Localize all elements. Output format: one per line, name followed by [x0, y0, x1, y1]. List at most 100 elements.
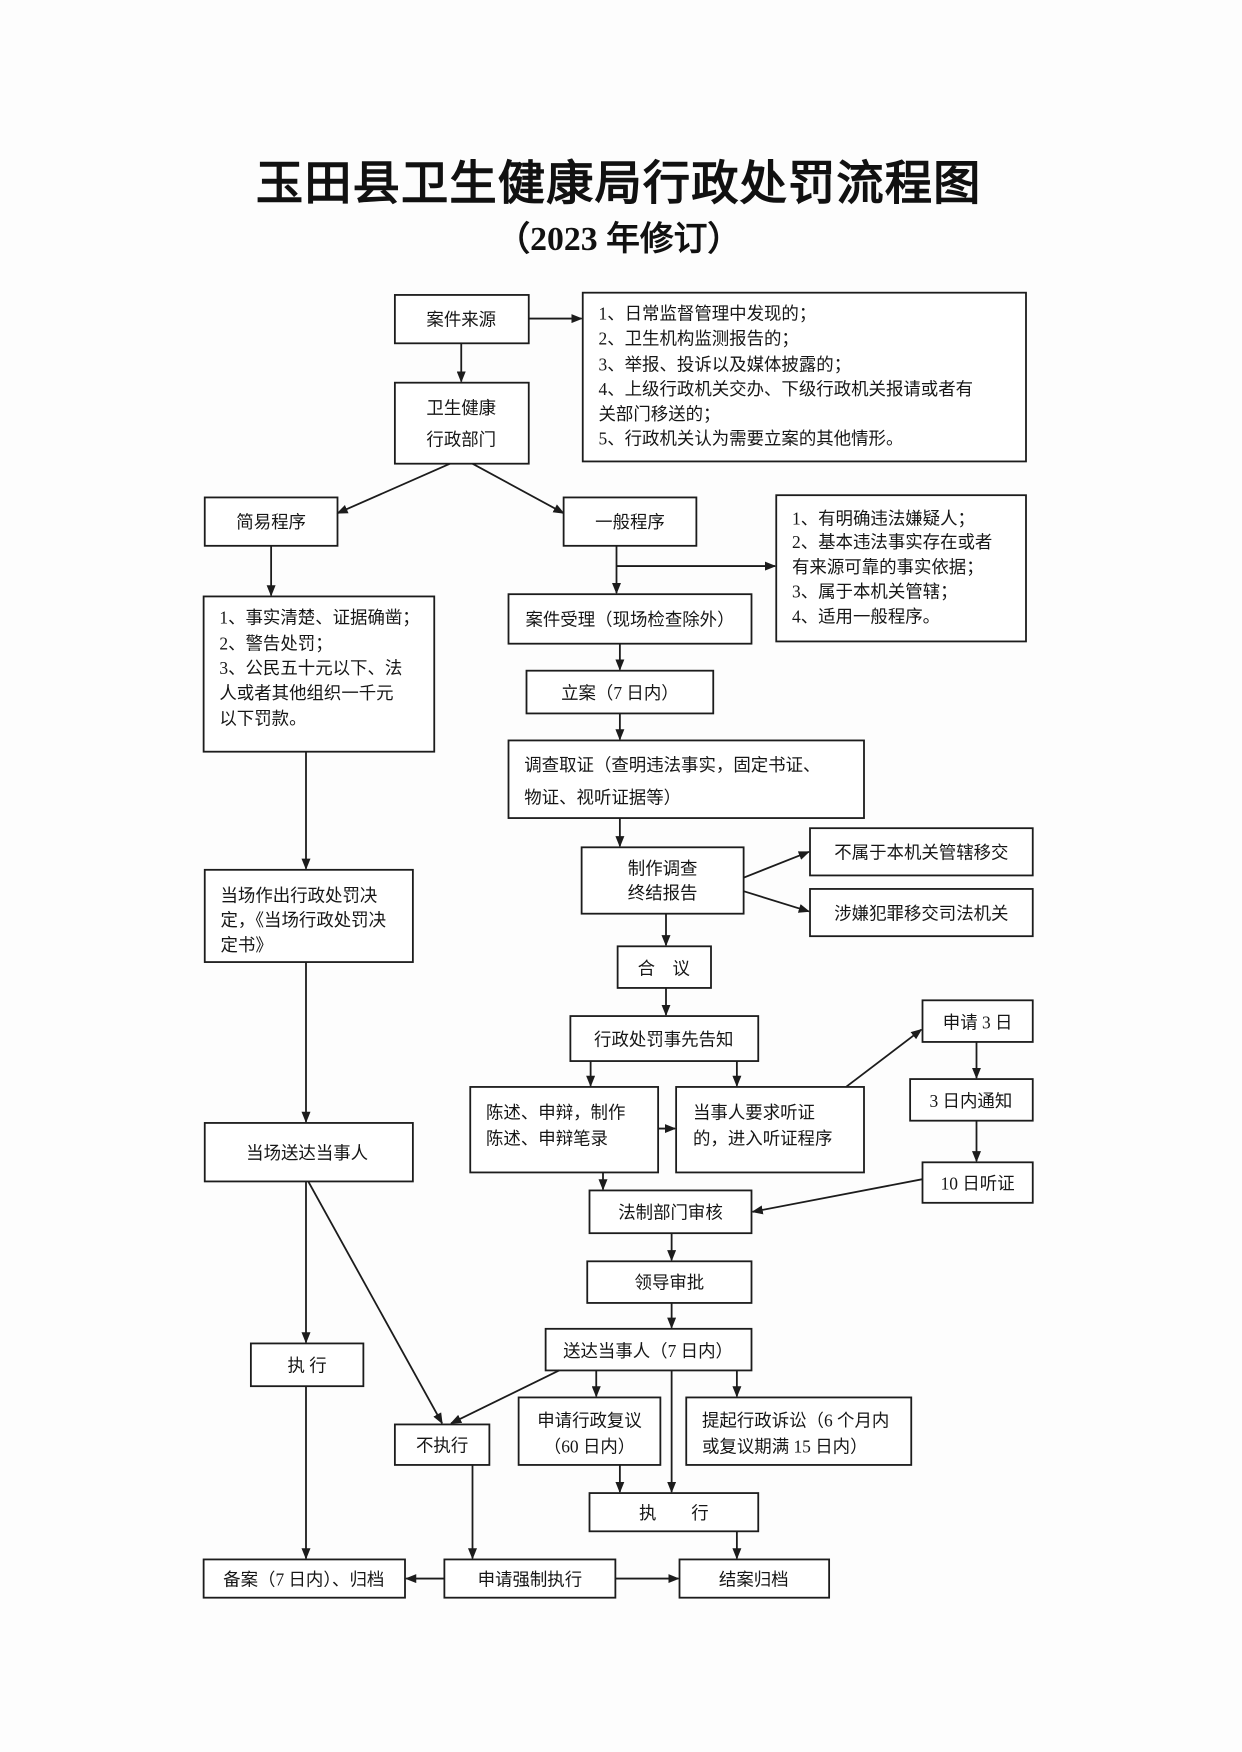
node-label: 结案归档 — [719, 1569, 789, 1589]
node-case-source: 案件来源 — [393, 294, 530, 345]
node-case-acceptance: 案件受理（现场检查除外） — [507, 593, 753, 645]
node-label: 3 日内通知 — [929, 1091, 1012, 1111]
node-label: 终结报告 — [628, 883, 698, 903]
list-item: 4、适用一般程序。 — [792, 606, 940, 626]
arrow-hearing10-to-review — [751, 1178, 923, 1215]
node-filing: 立案（7 日内） — [525, 669, 715, 715]
node-execute-left: 执 行 — [249, 1342, 365, 1388]
node-statement: 陈述、申辩，制作 陈述、申辩笔录 — [469, 1086, 660, 1174]
node-simple-procedure: 简易程序 — [203, 496, 339, 547]
node-final-report: 制作调查 终结报告 — [580, 846, 745, 915]
node-label: 涉嫌犯罪移交司法机关 — [834, 903, 1008, 923]
node-label: 申请强制执行 — [478, 1569, 583, 1589]
node-label: 调查取证（查明违法事实，固定书证、 — [524, 755, 820, 775]
arrow-on-site-delivery-to-not-execute — [307, 1181, 443, 1425]
list-item: 以下罚款。 — [219, 709, 306, 729]
node-investigation: 调查取证（查明违法事实，固定书证、 物证、视听证据等） — [507, 739, 865, 819]
node-deliberation: 合 议 — [616, 945, 712, 989]
node-general-conditions: 1、有明确违法嫌疑人； 2、基本违法事实存在或者 有来源可靠的事实依据； 3、属… — [775, 494, 1027, 643]
node-label: 合 议 — [638, 958, 690, 978]
node-label: 定书》 — [221, 935, 273, 955]
node-label: 卫生健康 — [426, 398, 496, 418]
node-execute-right: 执 行 — [588, 1492, 760, 1533]
page-title: 玉田县卫生健康局行政处罚流程图 — [256, 157, 982, 210]
node-hearing-request: 当事人要求听证 的，进入听证程序 — [675, 1086, 865, 1174]
node-label: 制作调查 — [628, 858, 698, 878]
list-item: 3、公民五十元以下、法 — [219, 658, 402, 678]
node-notice-3days: 3 日内通知 — [909, 1078, 1034, 1122]
list-item: 1、有明确违法嫌疑人； — [792, 508, 975, 528]
node-delivery: 送达当事人（7 日内） — [544, 1327, 753, 1372]
arrow-dept-to-general — [472, 462, 565, 514]
list-item: 有来源可靠的事实依据； — [792, 557, 984, 577]
node-label: 定，《当场行政处罚决 — [221, 910, 387, 930]
node-simple-conditions: 1、事实清楚、证据确凿； 2、警告处罚； 3、公民五十元以下、法 人或者其他组织… — [202, 595, 436, 753]
node-label: 10 日听证 — [941, 1173, 1015, 1193]
node-label: 一般程序 — [595, 512, 665, 532]
arrow-delivery-to-not-execute — [450, 1369, 560, 1425]
arrow-dept-to-simple — [336, 462, 451, 515]
list-item: 2、卫生机构监测报告的； — [599, 328, 799, 348]
node-transfer-judicial: 涉嫌犯罪移交司法机关 — [809, 888, 1034, 938]
node-label: 当场送达当事人 — [246, 1143, 368, 1163]
node-label: 当场作出行政处罚决 — [221, 885, 378, 905]
node-label: 法制部门审核 — [618, 1203, 723, 1223]
node-label: 不属于本机关管辖移交 — [834, 843, 1008, 863]
node-label: 行政处罚事先告知 — [594, 1029, 733, 1049]
node-prior-notice: 行政处罚事先告知 — [569, 1015, 760, 1062]
node-label: 备案（7 日内）、归档 — [223, 1569, 384, 1589]
node-label: 物证、视听证据等） — [524, 787, 681, 807]
node-label: 案件来源 — [426, 309, 496, 329]
node-case-source-list: 1、日常监督管理中发现的； 2、卫生机构监测报告的； 3、举报、投诉以及媒体披露… — [581, 291, 1027, 463]
node-litigation: 提起行政诉讼（6 个月内 或复议期满 15 日内） — [685, 1396, 913, 1466]
node-label: （60 日内） — [544, 1437, 635, 1457]
node-label: 行政部门 — [426, 430, 496, 450]
page-subtitle: （2023 年修订） — [496, 220, 741, 258]
node-transfer-jurisdiction: 不属于本机关管辖移交 — [809, 827, 1034, 877]
node-health-dept: 卫生健康 行政部门 — [393, 381, 530, 465]
list-item: 4、上级行政机关交办、下级行政机关报请或者有 — [599, 379, 974, 399]
node-label: 执 行 — [288, 1356, 327, 1376]
arrow-report-to-jurisdiction — [743, 850, 810, 879]
node-label: 提起行政诉讼（6 个月内 — [702, 1411, 889, 1431]
node-apply-3days: 申请 3 日 — [921, 999, 1034, 1043]
arrow-report-to-judicial — [743, 890, 810, 913]
node-label: 当事人要求听证 — [693, 1102, 815, 1122]
list-item: 人或者其他组织一千元 — [219, 683, 393, 703]
list-item: 3、属于本机关管辖； — [792, 582, 958, 602]
node-not-execute: 不执行 — [393, 1423, 491, 1466]
node-label: 申请 3 日 — [943, 1012, 1013, 1032]
list-item: 5、行政机关认为需要立案的其他情形。 — [599, 429, 904, 449]
node-label: 简易程序 — [236, 512, 306, 532]
node-label: 案件受理（现场检查除外） — [525, 610, 734, 630]
node-label: 或复议期满 15 日内） — [702, 1437, 868, 1457]
list-item: 1、事实清楚、证据确凿； — [219, 607, 419, 627]
list-item: 关部门移送的； — [599, 404, 721, 424]
node-legal-review: 法制部门审核 — [588, 1189, 753, 1235]
node-on-site-decision: 当场作出行政处罚决 定，《当场行政处罚决 定书》 — [203, 868, 414, 963]
node-leader-approval: 领导审批 — [586, 1260, 753, 1304]
list-item: 1、日常监督管理中发现的； — [599, 304, 817, 324]
node-label: 申请行政复议 — [537, 1411, 642, 1431]
node-label: 送达当事人（7 日内） — [563, 1341, 733, 1361]
node-label: 执 行 — [639, 1503, 709, 1523]
node-label: 陈述、申辩笔录 — [486, 1128, 608, 1148]
node-general-procedure: 一般程序 — [562, 496, 698, 547]
list-item: 2、警告处罚； — [219, 633, 332, 653]
node-hearing-10days: 10 日听证 — [921, 1161, 1034, 1204]
node-filing-archive: 备案（7 日内）、归档 — [202, 1558, 406, 1599]
node-reconsideration: 申请行政复议 （60 日内） — [517, 1396, 662, 1466]
arrow-hearing-to-apply — [845, 1028, 923, 1088]
node-label: 不执行 — [416, 1435, 468, 1455]
list-item: 3、举报、投诉以及媒体披露的； — [599, 354, 852, 374]
node-label: 立案（7 日内） — [561, 683, 679, 703]
node-on-site-delivery: 当场送达当事人 — [203, 1122, 414, 1183]
node-label: 领导审批 — [635, 1272, 705, 1292]
node-label: 陈述、申辩，制作 — [486, 1102, 625, 1122]
node-close-archive: 结案归档 — [678, 1558, 831, 1599]
node-label: 的，进入听证程序 — [693, 1128, 832, 1148]
list-item: 2、基本违法事实存在或者 — [792, 532, 992, 552]
node-enforcement: 申请强制执行 — [443, 1558, 617, 1599]
